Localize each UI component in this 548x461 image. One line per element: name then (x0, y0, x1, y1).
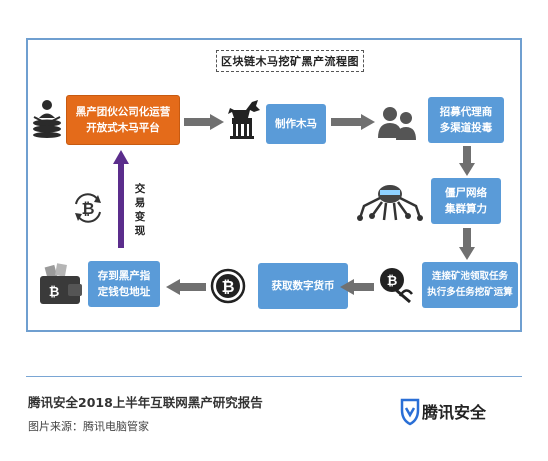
node-get-coin: 获取数字货币 (258, 263, 348, 309)
people-group-icon (378, 107, 416, 140)
svg-text:₿: ₿ (81, 199, 94, 218)
node-mining-line2: 执行多任务挖矿运算 (427, 287, 513, 298)
node-recruit-line2: 多渠道投毒 (439, 122, 493, 134)
pickaxe-coin-icon: ₿ (380, 268, 413, 304)
svg-text:₿: ₿ (387, 274, 398, 289)
node-gang-platform: 黑产团伙公司化运营 开放式木马平台 (66, 95, 180, 145)
wallet-icon: ₿ (40, 263, 82, 304)
svg-text:₿: ₿ (49, 285, 60, 300)
shield-logo-icon (400, 398, 420, 426)
node-get-coin-label: 获取数字货币 (271, 280, 335, 292)
brand-name: 腾讯安全 (422, 403, 487, 422)
node-wallet-line2: 定钱包地址 (97, 286, 151, 298)
report-title: 腾讯安全2018上半年互联网黑产研究报告 (28, 395, 263, 410)
trojan-horse-icon (228, 100, 260, 139)
node-wallet-address: 存到黑产指 定钱包地址 (88, 261, 160, 307)
node-botnet-line2: 集群算力 (445, 203, 487, 215)
image-source: 图片来源：腾讯电脑管家 (28, 420, 149, 433)
person-on-stack-icon (33, 100, 61, 138)
diagram-title: 区块链木马挖矿黑产流程图 (216, 50, 364, 72)
node-recruit-agents: 招募代理商 多渠道投毒 (428, 97, 504, 143)
node-botnet-line1: 僵尸网络 (445, 187, 487, 199)
node-mining-task: 连接矿池领取任务 执行多任务挖矿运算 (422, 262, 518, 308)
exchange-label: 交易变现 (134, 183, 146, 237)
arrow-mining-to-getcoin (340, 279, 374, 295)
arrow-botnet-to-mining (459, 228, 475, 260)
arrow-gang-to-trojan (184, 114, 224, 130)
arrow-cashout-up (113, 150, 129, 248)
node-recruit-line1: 招募代理商 (439, 106, 493, 118)
footer-divider (26, 376, 522, 377)
arrow-recruit-to-botnet (459, 146, 475, 176)
node-make-trojan: 制作木马 (266, 104, 326, 144)
node-make-trojan-label: 制作木马 (275, 118, 317, 130)
node-mining-line1: 连接矿池领取任务 (431, 271, 508, 282)
arrow-getcoin-to-wallet (166, 279, 206, 295)
robot-spider-icon (357, 185, 423, 221)
arrow-trojan-to-recruit (331, 114, 375, 130)
bitcoin-cycle-icon: ₿ (75, 193, 101, 223)
bitcoin-coin-icon: ₿ (210, 268, 246, 304)
node-gang-line1: 黑产团伙公司化运营 (75, 106, 171, 118)
node-wallet-line1: 存到黑产指 (97, 270, 151, 282)
svg-text:₿: ₿ (221, 277, 234, 296)
node-gang-line2: 开放式木马平台 (86, 122, 160, 134)
node-botnet: 僵尸网络 集群算力 (431, 178, 501, 224)
